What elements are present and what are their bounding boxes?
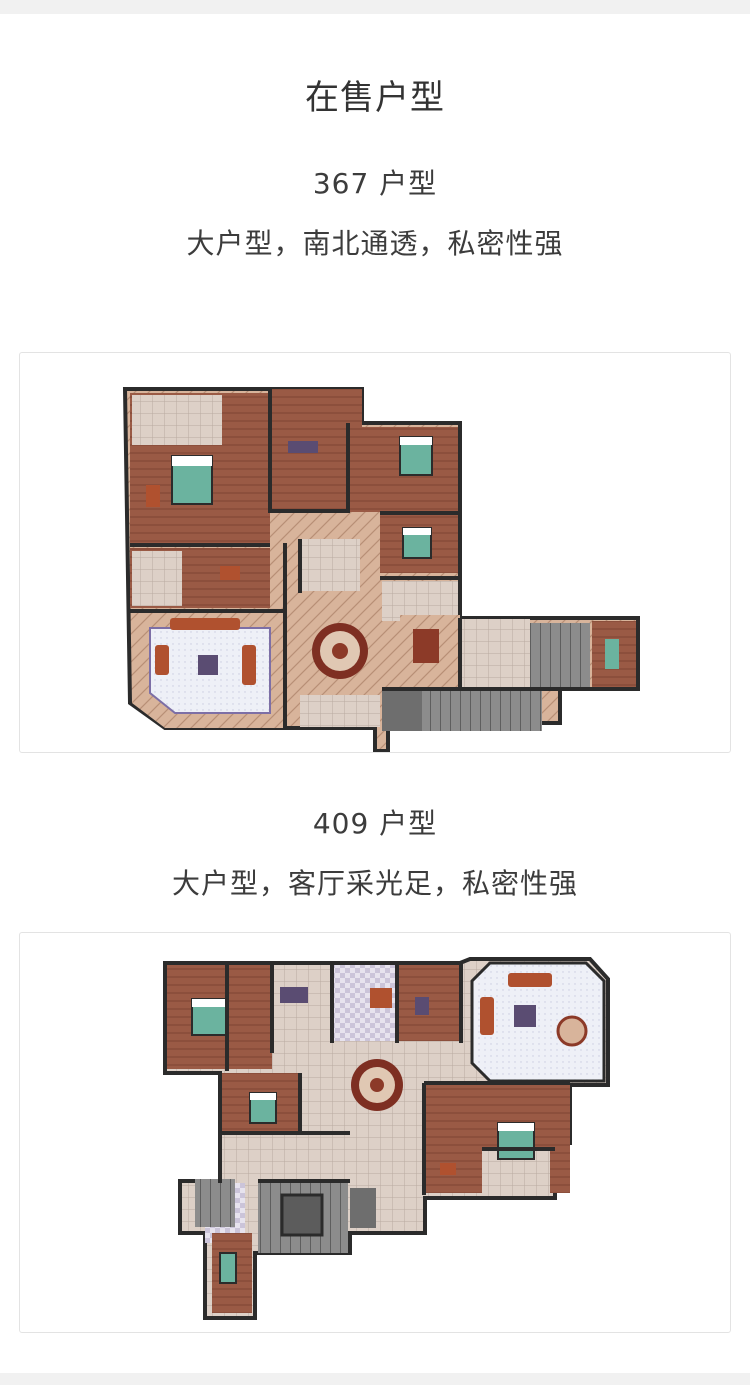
unit-367-floorplan-card[interactable] <box>19 352 731 753</box>
unit-367-name: 367 户型 <box>312 167 438 200</box>
section-title: 在售户型 <box>305 78 445 118</box>
unit-409-name: 409 户型 <box>312 807 438 840</box>
unit-409-description: 大户型，客厅采光足，私密性强 <box>171 867 578 900</box>
content-panel: 在售户型 367 户型 大户型，南北通透，私密性强 <box>0 14 750 1373</box>
unit-409-floorplan-card[interactable] <box>19 932 731 1333</box>
unit-367-floorplan-image <box>122 387 640 752</box>
unit-367-description: 大户型，南北通透，私密性强 <box>186 227 564 260</box>
unit-409-floorplan-image <box>163 957 610 1320</box>
